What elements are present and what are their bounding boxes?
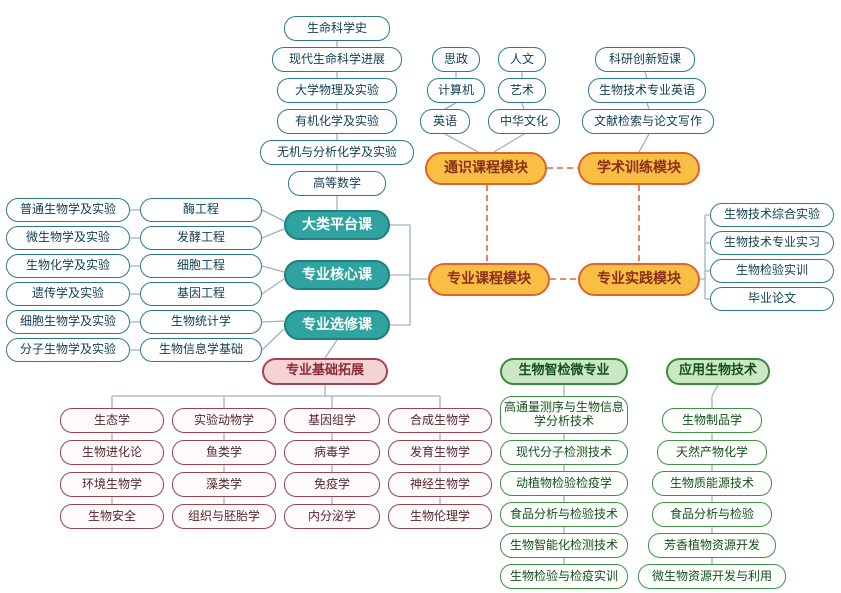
course-box: 生物技术专业实习 (710, 231, 834, 255)
course-box: 普通生物学及实验 (6, 198, 130, 222)
course-box: 细胞工程 (140, 254, 262, 278)
elective-group-node: 专业选修课 (284, 310, 390, 340)
course-box: 环境生物学 (60, 472, 164, 497)
course-box: 高等数学 (288, 171, 386, 196)
course-box: 现代生命科学进展 (272, 47, 402, 72)
course-box: 生物技术综合实验 (710, 203, 834, 227)
course-box: 计算机 (427, 78, 485, 103)
course-box: 动植物检验检疫学 (500, 471, 628, 496)
general-module-node: 通识课程模块 (425, 152, 547, 185)
course-box: 鱼类学 (172, 440, 276, 465)
course-box: 免疫学 (284, 472, 380, 497)
practice-module-node: 专业实践模块 (578, 263, 700, 296)
core-group-node: 专业核心课 (284, 260, 390, 290)
course-box: 分子生物学及实验 (6, 338, 130, 362)
course-box: 食品分析与检验 (652, 502, 772, 527)
course-box: 现代分子检测技术 (500, 440, 628, 465)
course-box: 基因工程 (140, 282, 262, 306)
course-box: 生物化学及实验 (6, 254, 130, 278)
course-box: 生物智能化检测技术 (500, 533, 628, 558)
course-box: 生物信息学基础 (140, 338, 262, 362)
course-box: 生态学 (60, 408, 164, 433)
platform-group-node: 大类平台课 (284, 210, 390, 240)
course-box: 生物检验实训 (710, 259, 834, 283)
applied-header-node: 应用生物技术 (666, 358, 770, 385)
course-box: 生物安全 (60, 504, 164, 529)
academic-module-node: 学术训练模块 (578, 152, 700, 185)
course-box: 生物制品学 (662, 408, 762, 433)
course-box: 大学物理及实验 (277, 78, 397, 103)
course-box: 天然产物化学 (657, 440, 767, 465)
course-box: 发育生物学 (388, 440, 492, 465)
course-box: 生物进化论 (60, 440, 164, 465)
course-box: 酶工程 (140, 198, 262, 222)
course-box: 病毒学 (284, 440, 380, 465)
course-box: 神经生物学 (388, 472, 492, 497)
course-box: 无机与分析化学及实验 (260, 140, 414, 165)
course-box: 生物检验与检疫实训 (500, 564, 628, 589)
course-box: 毕业论文 (710, 287, 834, 311)
course-box: 内分泌学 (284, 504, 380, 529)
tree-connectors (111, 41, 719, 564)
course-box: 英语 (420, 109, 470, 134)
professional-module-node: 专业课程模块 (428, 263, 550, 296)
module-dashed-links (486, 167, 640, 280)
course-box: 生物质能源技术 (652, 471, 772, 496)
course-box: 组织与胚胎学 (172, 504, 276, 529)
course-box: 生命科学史 (284, 16, 390, 41)
course-box: 发酵工程 (140, 226, 262, 250)
course-box: 高通量测序与生物信息学分析技术 (500, 396, 628, 434)
course-box: 思政 (432, 47, 480, 72)
course-box: 藻类学 (172, 472, 276, 497)
course-box: 文献检索与论文写作 (582, 109, 714, 134)
course-box: 遗传学及实验 (6, 282, 130, 306)
course-box: 实验动物学 (172, 408, 276, 433)
course-box: 芳香植物资源开发 (648, 533, 776, 558)
course-box: 微生物资源开发与利用 (638, 564, 786, 589)
course-box: 合成生物学 (388, 408, 492, 433)
course-box: 中华文化 (488, 109, 560, 134)
course-box: 有机化学及实验 (277, 109, 397, 134)
course-box: 生物伦理学 (388, 504, 492, 529)
extension-header-node: 专业基础拓展 (262, 358, 388, 385)
course-box: 人文 (498, 47, 546, 72)
course-box: 科研创新短课 (595, 47, 695, 72)
micro-major-header-node: 生物智检微专业 (500, 358, 628, 385)
course-box: 生物技术专业英语 (588, 78, 706, 103)
course-box: 微生物学及实验 (6, 226, 130, 250)
course-box: 基因组学 (284, 408, 380, 433)
course-box: 艺术 (498, 78, 546, 103)
course-box: 食品分析与检验技术 (500, 502, 628, 527)
course-box: 细胞生物学及实验 (6, 310, 130, 334)
course-box: 生物统计学 (140, 310, 262, 334)
